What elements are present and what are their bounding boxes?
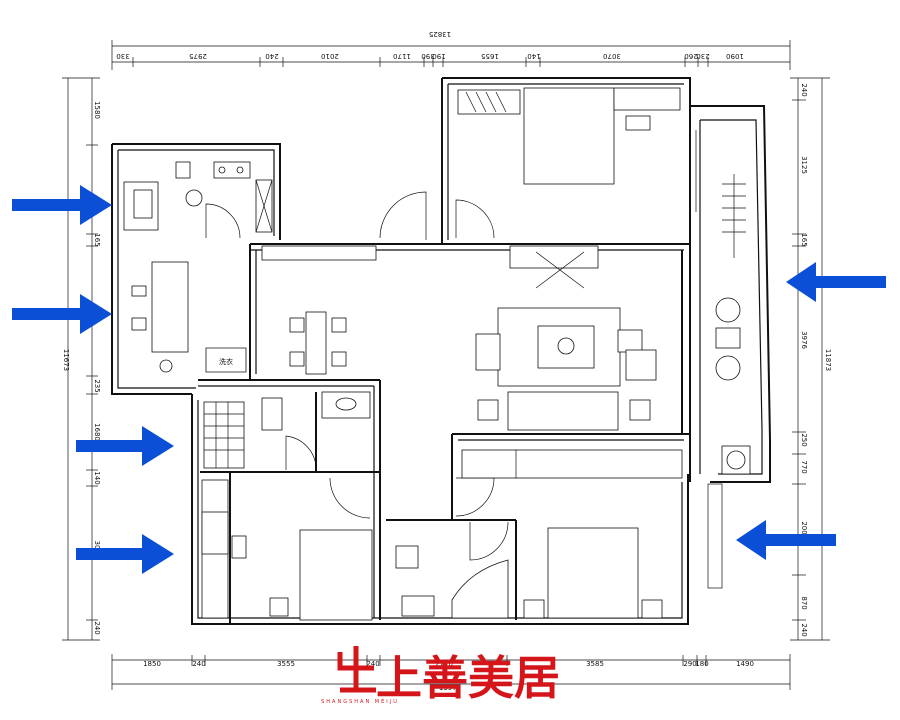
- right-seg-2: 165: [800, 233, 808, 246]
- top-total-dimension: 13825: [429, 30, 451, 38]
- top-seg-2: 240: [265, 52, 278, 60]
- master-bedroom: [457, 87, 681, 185]
- left-seg-5: 30: [93, 541, 101, 550]
- bathroom-lower: [395, 545, 509, 619]
- top-seg-0: 330: [116, 52, 129, 60]
- bottom-seg-2: 3555: [277, 660, 295, 668]
- left-seg-2: 235: [93, 379, 101, 392]
- brand-name: 上善美居: [376, 651, 560, 705]
- arrow-right-2: [736, 520, 836, 560]
- left-total-dimension: 11673: [62, 349, 70, 371]
- right-seg-8: 240: [800, 623, 808, 636]
- brand-logo: 上善美居 SHANGSHAN MEIJU: [321, 646, 560, 705]
- bottom-dimension-lines: 1850 240 3555 240 2770 3585 290 180 1490…: [111, 654, 791, 692]
- top-seg-9: 3070: [603, 52, 621, 60]
- balcony: [715, 174, 751, 475]
- arrow-left-4: [76, 534, 174, 574]
- left-seg-0: 1580: [93, 101, 101, 119]
- left-seg-6: 240: [93, 621, 101, 634]
- bottom-seg-1: 240: [192, 660, 205, 668]
- interior-walls: [198, 243, 690, 624]
- bottom-total-dimension: 13975: [439, 684, 461, 692]
- right-total-dimension: 11873: [824, 349, 832, 371]
- bottom-seg-8: 1490: [736, 660, 754, 668]
- right-seg-3: 3976: [800, 331, 808, 349]
- dining-area: [261, 245, 377, 375]
- right-seg-6: 200: [800, 521, 808, 534]
- arrow-right-1: [786, 262, 886, 302]
- arrow-left-1: [12, 185, 112, 225]
- brand-subtitle: SHANGSHAN MEIJU: [321, 699, 399, 705]
- arrow-left-2: [12, 294, 112, 334]
- bottom-seg-5: 3585: [586, 660, 604, 668]
- left-dimension-lines: 11673 1580 165 235 1680 140 30 240: [62, 77, 101, 641]
- top-seg-10: 260: [684, 52, 697, 60]
- top-dimension-lines: 13825 330 2975 240 2010 1170 390 190 165…: [111, 30, 791, 70]
- right-seg-4: 250: [800, 433, 808, 446]
- top-seg-12: 1090: [726, 52, 744, 60]
- second-bedroom: [461, 449, 683, 619]
- top-seg-5: 390: [421, 52, 434, 60]
- bottom-seg-4: 2770: [435, 660, 453, 668]
- laundry-label: 洗衣: [219, 357, 233, 366]
- top-seg-11: 230: [696, 52, 709, 60]
- right-dimension-lines: 11873 240 3125 165 3976 250 770 200 870 …: [790, 77, 832, 641]
- right-seg-7: 870: [800, 596, 808, 609]
- top-seg-6: 190: [432, 52, 445, 60]
- kitchen-area: 洗衣: [123, 161, 273, 373]
- left-seg-3: 1680: [93, 423, 101, 441]
- bottom-seg-3: 240: [366, 660, 379, 668]
- bathroom-upper: [203, 391, 371, 469]
- arrow-left-3: [76, 426, 174, 466]
- bottom-seg-6: 290: [683, 660, 696, 668]
- bottom-seg-7: 180: [695, 660, 708, 668]
- top-seg-8: 140: [527, 52, 540, 60]
- top-seg-3: 2010: [321, 52, 339, 60]
- top-seg-4: 1170: [393, 52, 411, 60]
- left-seg-1: 165: [93, 233, 101, 246]
- top-seg-1: 2975: [189, 52, 207, 60]
- right-seg-0: 240: [800, 83, 808, 96]
- bottom-seg-0: 1850: [143, 660, 161, 668]
- living-room: [475, 245, 657, 431]
- doors: [205, 130, 701, 561]
- left-seg-4: 140: [93, 471, 101, 484]
- top-seg-7: 1655: [481, 52, 499, 60]
- right-seg-5: 770: [800, 460, 808, 473]
- right-seg-1: 3125: [800, 156, 808, 174]
- third-bedroom: [201, 479, 373, 621]
